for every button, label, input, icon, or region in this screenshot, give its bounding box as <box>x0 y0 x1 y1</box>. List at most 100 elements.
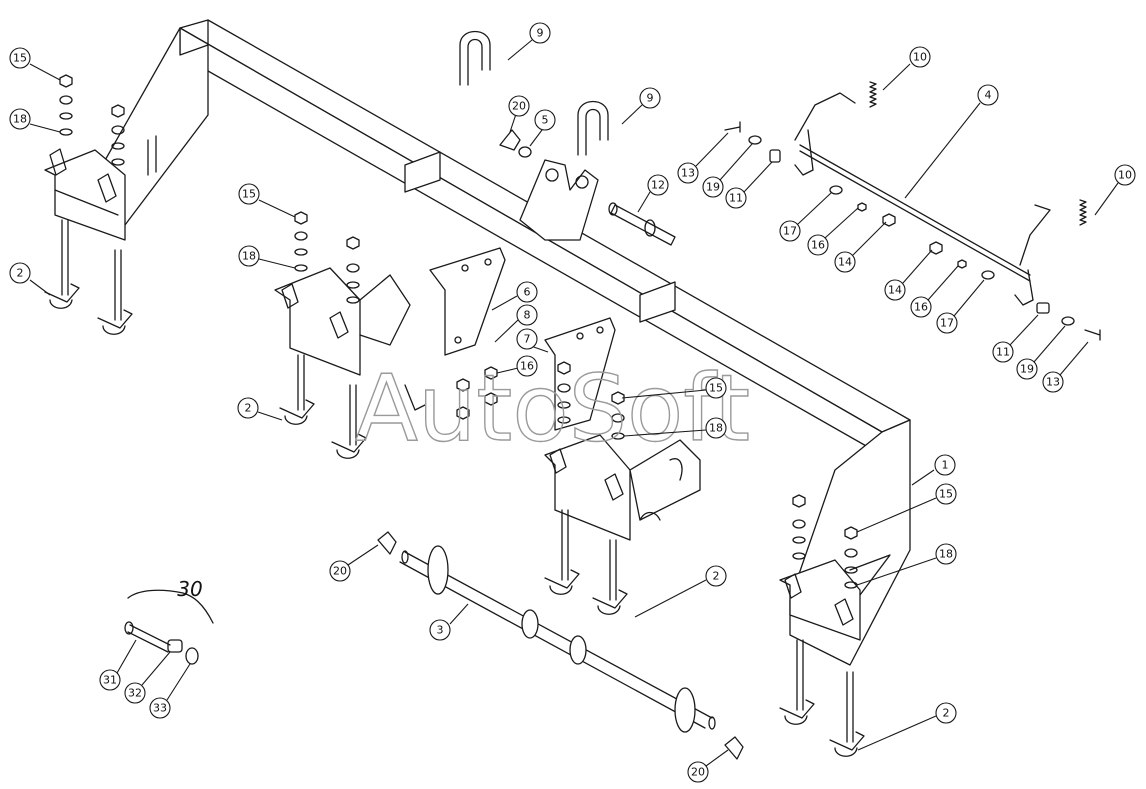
svg-text:5: 5 <box>542 114 549 127</box>
svg-text:2: 2 <box>943 707 950 720</box>
callout: 1 <box>911 454 956 486</box>
hitch-pin <box>608 202 676 246</box>
svg-text:19: 19 <box>706 181 720 194</box>
svg-text:13: 13 <box>1046 376 1060 389</box>
hitch-bracket <box>519 159 599 241</box>
svg-text:14: 14 <box>888 284 902 297</box>
callout: 18 <box>623 417 727 439</box>
svg-text:33: 33 <box>153 702 167 715</box>
svg-text:12: 12 <box>651 179 665 192</box>
svg-text:31: 31 <box>103 674 117 687</box>
callout: 9 <box>507 22 551 61</box>
svg-text:15: 15 <box>13 52 27 65</box>
svg-text:20: 20 <box>333 565 347 578</box>
svg-text:13: 13 <box>681 167 695 180</box>
main-frame-beam <box>94 19 911 666</box>
svg-text:3: 3 <box>437 624 444 637</box>
svg-text:17: 17 <box>783 225 797 238</box>
svg-text:20: 20 <box>512 100 526 113</box>
svg-text:18: 18 <box>13 113 27 126</box>
hardware <box>59 74 1101 760</box>
callout: 4 <box>904 84 999 199</box>
svg-text:15: 15 <box>242 188 256 201</box>
callout: 17 <box>936 279 985 334</box>
svg-text:18: 18 <box>939 548 953 561</box>
svg-text:16: 16 <box>811 239 825 252</box>
svg-text:9: 9 <box>537 27 544 40</box>
shaft <box>399 545 716 733</box>
callouts: 1 2 2 2 2 3 4 5 6 7 8 9 9 10 10 11 11 12… <box>9 22 1136 783</box>
clamp-bracket-left <box>44 148 126 241</box>
callout: 15 <box>856 483 957 533</box>
callout: 6 <box>491 281 538 311</box>
u-bolts <box>459 31 609 156</box>
callout: 3 <box>429 603 469 641</box>
callout: 20 <box>687 749 729 783</box>
svg-text:14: 14 <box>838 256 852 269</box>
callout: 13 <box>677 132 729 184</box>
svg-text:4: 4 <box>985 89 992 102</box>
group-label: 30 <box>177 577 202 601</box>
callout: 15 <box>238 183 296 218</box>
svg-text:7: 7 <box>524 333 531 346</box>
svg-text:18: 18 <box>242 250 256 263</box>
svg-text:11: 11 <box>729 192 743 205</box>
callout: 2 <box>634 565 727 618</box>
callout: 14 <box>884 249 933 301</box>
svg-text:10: 10 <box>1118 169 1132 182</box>
callout: 13 <box>1042 341 1089 393</box>
callout: 15 <box>9 47 61 81</box>
watermark: AutoSoft <box>355 355 750 462</box>
callout: 20 <box>508 95 530 133</box>
svg-text:6: 6 <box>524 286 531 299</box>
callout: 9 <box>621 87 661 125</box>
svg-text:2: 2 <box>245 402 252 415</box>
clamp-bracket-right <box>779 554 891 641</box>
svg-text:11: 11 <box>996 346 1010 359</box>
callout: 2 <box>237 397 283 421</box>
callout: 14 <box>834 221 887 273</box>
callout: 33 <box>149 663 191 719</box>
svg-text:2: 2 <box>713 570 720 583</box>
callout: 17 <box>779 192 832 242</box>
callout: 11 <box>725 161 773 209</box>
callout: 5 <box>529 109 556 147</box>
svg-text:2: 2 <box>17 267 24 280</box>
callout: 16 <box>496 355 538 377</box>
svg-text:19: 19 <box>1020 363 1034 376</box>
svg-text:1: 1 <box>942 459 949 472</box>
callout: 16 <box>910 265 959 318</box>
callout: 12 <box>637 174 669 213</box>
callout: 7 <box>516 328 549 353</box>
callout: 18 <box>238 245 296 269</box>
callout: 15 <box>621 377 727 399</box>
group-30-parts <box>124 589 214 665</box>
svg-text:10: 10 <box>913 51 927 64</box>
lever-rod-assembly <box>794 92 1051 306</box>
svg-text:15: 15 <box>939 488 953 501</box>
svg-text:32: 32 <box>128 687 142 700</box>
mounting-plate-6 <box>429 247 506 356</box>
springs <box>869 81 1087 226</box>
svg-text:18: 18 <box>709 422 723 435</box>
callout: 32 <box>124 651 171 704</box>
callout: 2 <box>9 262 51 296</box>
svg-text:9: 9 <box>647 92 654 105</box>
callout: 31 <box>99 639 137 691</box>
callout: 16 <box>807 207 859 256</box>
callout: 20 <box>329 544 379 582</box>
callout: 19 <box>702 143 753 198</box>
callout: 10 <box>1094 164 1136 216</box>
svg-text:16: 16 <box>914 301 928 314</box>
svg-text:8: 8 <box>524 309 531 322</box>
callout: 18 <box>856 543 957 586</box>
callout: 8 <box>494 304 538 343</box>
clamp-bracket-center-right <box>544 434 701 541</box>
svg-text:20: 20 <box>691 766 705 779</box>
callout: 11 <box>992 314 1039 363</box>
svg-text:15: 15 <box>709 382 723 395</box>
clamp-bolts <box>44 219 865 757</box>
callout: 2 <box>857 702 957 751</box>
clamp-bracket-center-left <box>274 267 426 411</box>
